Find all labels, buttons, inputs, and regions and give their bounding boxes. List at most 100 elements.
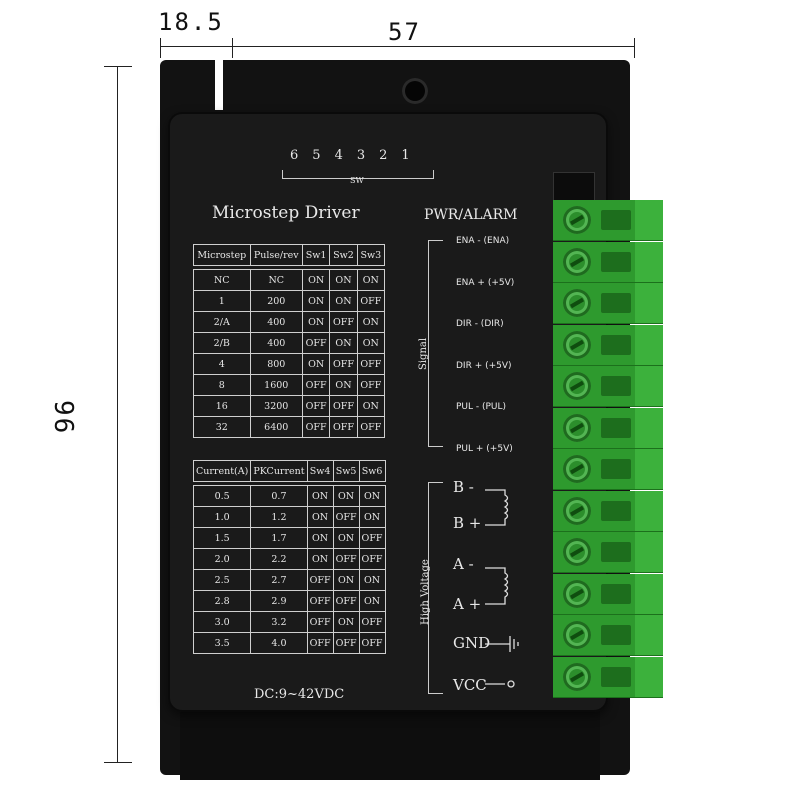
table-cell: 8 xyxy=(193,374,251,396)
table-cell: ON xyxy=(332,611,360,633)
table-cell: NC xyxy=(249,269,303,291)
table-cell: ON xyxy=(332,569,360,591)
table-cell: 1.7 xyxy=(250,527,308,549)
terminal-screw[interactable] xyxy=(553,532,663,573)
table-header-cell: Pulse/rev xyxy=(249,244,303,266)
table-cell: ON xyxy=(356,311,386,333)
table-cell: 400 xyxy=(249,311,303,333)
signal-terminal-label: DIR + (+5V) xyxy=(456,360,512,371)
table-cell: ON xyxy=(301,353,331,375)
switch-bracket xyxy=(282,170,434,179)
table-cell: OFF xyxy=(301,395,331,417)
dimension-line-top xyxy=(160,46,635,47)
table-cell: 1.2 xyxy=(250,506,308,528)
table-cell: 0.7 xyxy=(250,485,308,507)
terminal-screw[interactable] xyxy=(553,324,663,366)
table-cell: 32 xyxy=(193,416,251,438)
terminal-block xyxy=(553,200,663,700)
terminal-screw[interactable] xyxy=(553,241,663,283)
table-header-cell: Sw4 xyxy=(306,460,334,482)
table-cell: OFF xyxy=(358,632,386,654)
switch-number-4: 4 xyxy=(334,148,357,163)
table-header-cell: Sw2 xyxy=(329,244,358,266)
terminal-screw[interactable] xyxy=(553,449,663,490)
table-cell: ON xyxy=(356,332,386,354)
table-cell: OFF xyxy=(301,416,331,438)
table-cell: ON xyxy=(306,485,334,507)
terminal-screw[interactable] xyxy=(553,573,663,615)
terminal-screw[interactable] xyxy=(553,283,663,324)
table-header-cell: Current(A) xyxy=(192,460,252,482)
table-cell: ON xyxy=(329,290,358,312)
table-cell: ON xyxy=(358,569,386,591)
terminal-side xyxy=(635,407,663,448)
screw-icon xyxy=(563,372,591,400)
hv-terminal-label: VCC xyxy=(453,676,487,694)
coil-b-icon xyxy=(485,489,509,526)
switch-number-3: 3 xyxy=(356,148,380,163)
dimension-tick-bottom xyxy=(104,762,132,763)
screw-icon xyxy=(563,538,591,566)
table-cell: 2/A xyxy=(193,311,251,333)
table-cell: OFF xyxy=(306,590,334,612)
table-cell: ON xyxy=(306,548,334,570)
dimension-left-width: 18.5 xyxy=(158,8,224,36)
dimension-tick-top xyxy=(104,66,132,67)
terminal-screw[interactable] xyxy=(553,200,663,241)
table-cell: OFF xyxy=(356,290,386,312)
screw-icon xyxy=(563,496,591,525)
terminal-screw[interactable] xyxy=(553,615,663,656)
table-cell: OFF xyxy=(301,374,331,396)
table-header-cell: Sw6 xyxy=(358,460,386,482)
switch-number-6: 6 xyxy=(290,148,313,163)
back-plate-bottom xyxy=(180,700,600,780)
table-cell: 1 xyxy=(193,290,251,312)
wire-slot xyxy=(601,334,631,355)
table-cell: ON xyxy=(358,506,386,528)
status-label: PWR/ALARM xyxy=(424,207,518,223)
screw-icon xyxy=(563,330,591,359)
coil-symbols xyxy=(485,489,519,688)
wire-slot xyxy=(601,376,631,396)
table-cell: 2/B xyxy=(193,332,251,354)
table-cell: OFF xyxy=(306,611,334,633)
wire-slot xyxy=(601,251,631,272)
table-cell: OFF xyxy=(358,548,386,570)
table-cell: ON xyxy=(301,269,331,291)
terminal-side xyxy=(635,656,663,697)
wire-slot xyxy=(601,500,631,521)
table-cell: ON xyxy=(356,395,386,417)
terminal-screw[interactable] xyxy=(553,366,663,407)
table-cell: 2.9 xyxy=(250,590,308,612)
table-cell: OFF xyxy=(332,632,360,654)
switch-number-1: 1 xyxy=(401,148,424,163)
table-cell: 3.0 xyxy=(192,611,252,633)
wire-slot xyxy=(601,293,631,313)
terminal-screw[interactable] xyxy=(553,656,663,698)
screw-icon xyxy=(563,662,591,691)
table-cell: ON xyxy=(306,506,334,528)
terminal-screw[interactable] xyxy=(553,490,663,532)
wire-slot xyxy=(601,459,631,479)
table-cell: 2.2 xyxy=(250,548,308,570)
terminal-screw[interactable] xyxy=(553,407,663,449)
mounting-screw xyxy=(402,78,428,104)
coil-a-icon xyxy=(485,567,509,605)
switch-number-2: 2 xyxy=(379,148,402,163)
switch-number-5: 5 xyxy=(312,148,335,163)
wire-slot xyxy=(601,625,631,645)
table-cell: ON xyxy=(332,527,360,549)
screw-icon xyxy=(563,289,591,317)
table-cell: 3.2 xyxy=(250,611,308,633)
table-cell: OFF xyxy=(329,416,358,438)
terminal-side xyxy=(635,490,663,531)
table-cell: 2.8 xyxy=(192,590,252,612)
